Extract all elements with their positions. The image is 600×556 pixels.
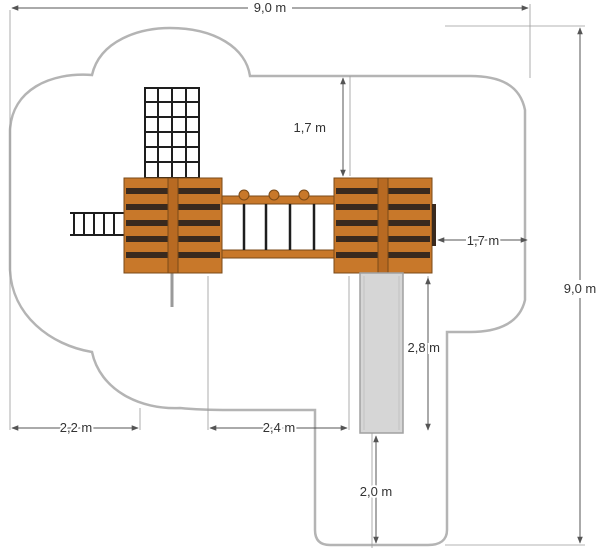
tower-right bbox=[333, 177, 436, 274]
label-left-clearance: 2,2 m bbox=[60, 420, 93, 435]
label-total-width: 9,0 m bbox=[254, 0, 287, 15]
climbing-net bbox=[144, 87, 200, 179]
label-top-clearance: 1,7 m bbox=[293, 120, 326, 135]
tower-left bbox=[123, 177, 223, 274]
label-total-height: 9,0 m bbox=[564, 281, 597, 296]
label-slide-exit: 2,0 m bbox=[360, 484, 393, 499]
safety-zone-outline bbox=[8, 26, 527, 547]
rope-bridge bbox=[221, 189, 335, 259]
extension-lines bbox=[9, 4, 585, 548]
slide bbox=[359, 272, 404, 434]
label-slide-length: 2,8 m bbox=[407, 340, 440, 355]
dimension-lines bbox=[11, 5, 583, 544]
label-right-clearance: 1,7 m bbox=[467, 233, 500, 248]
label-bridge-length: 2,4 m bbox=[263, 420, 296, 435]
rope-ladder bbox=[70, 212, 124, 236]
